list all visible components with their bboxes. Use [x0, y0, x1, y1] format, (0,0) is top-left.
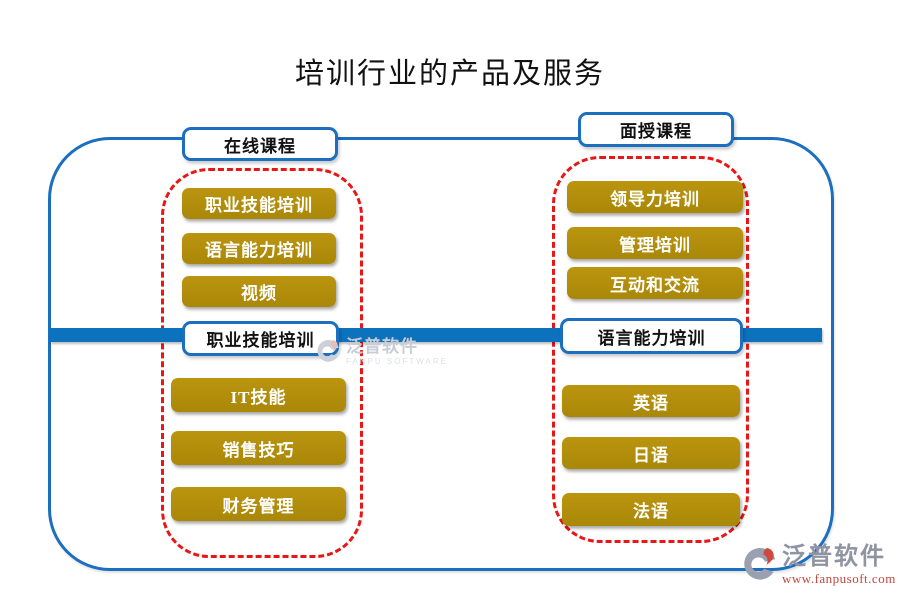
node-label: 领导力培训: [610, 189, 700, 209]
node-interaction-communication: 互动和交流: [567, 267, 743, 299]
subheader-label: 语言能力培训: [597, 328, 706, 348]
language-ability-subheader: 语言能力培训: [560, 318, 743, 354]
subheader-label: 职业技能培训: [206, 331, 315, 350]
node-label: 财务管理: [222, 496, 295, 516]
face-to-face-group-dashed-border: [552, 156, 749, 543]
node-management-training: 管理培训: [567, 227, 743, 259]
node-english: 英语: [562, 385, 740, 417]
online-courses-header: 在线课程: [182, 127, 338, 161]
online-courses-header-label: 在线课程: [224, 136, 296, 156]
node-sales-skills: 销售技巧: [171, 431, 346, 465]
node-professional-skills-training: 职业技能培训: [182, 188, 336, 219]
node-financial-management: 财务管理: [171, 487, 346, 521]
node-label: 日语: [633, 445, 669, 465]
main-rounded-container: [48, 137, 834, 571]
node-label: 英语: [633, 393, 669, 413]
node-video: 视频: [182, 276, 336, 307]
node-label: 互动和交流: [610, 275, 700, 295]
professional-skills-subheader: 职业技能培训: [182, 321, 339, 356]
node-label: 法语: [633, 502, 669, 521]
node-japanese: 日语: [562, 437, 740, 469]
page-title: 培训行业的产品及服务: [294, 58, 605, 90]
node-it-skills: IT技能: [171, 378, 346, 412]
node-language-ability-training: 语言能力培训: [182, 233, 336, 264]
watermark-url: www.fanpusoft.com: [782, 571, 896, 586]
node-label: IT技能: [230, 387, 287, 407]
node-label: 语言能力培训: [205, 241, 313, 260]
node-label: 销售技巧: [222, 440, 295, 460]
node-leadership-training: 领导力培训: [567, 181, 743, 213]
face-to-face-courses-header: 面授课程: [578, 112, 734, 147]
online-group-dashed-border: [161, 168, 363, 558]
node-label: 视频: [241, 284, 277, 303]
node-label: 职业技能培训: [205, 196, 313, 215]
face-to-face-header-label: 面授课程: [620, 122, 692, 141]
node-label: 管理培训: [619, 235, 691, 255]
node-french: 法语: [562, 493, 740, 526]
